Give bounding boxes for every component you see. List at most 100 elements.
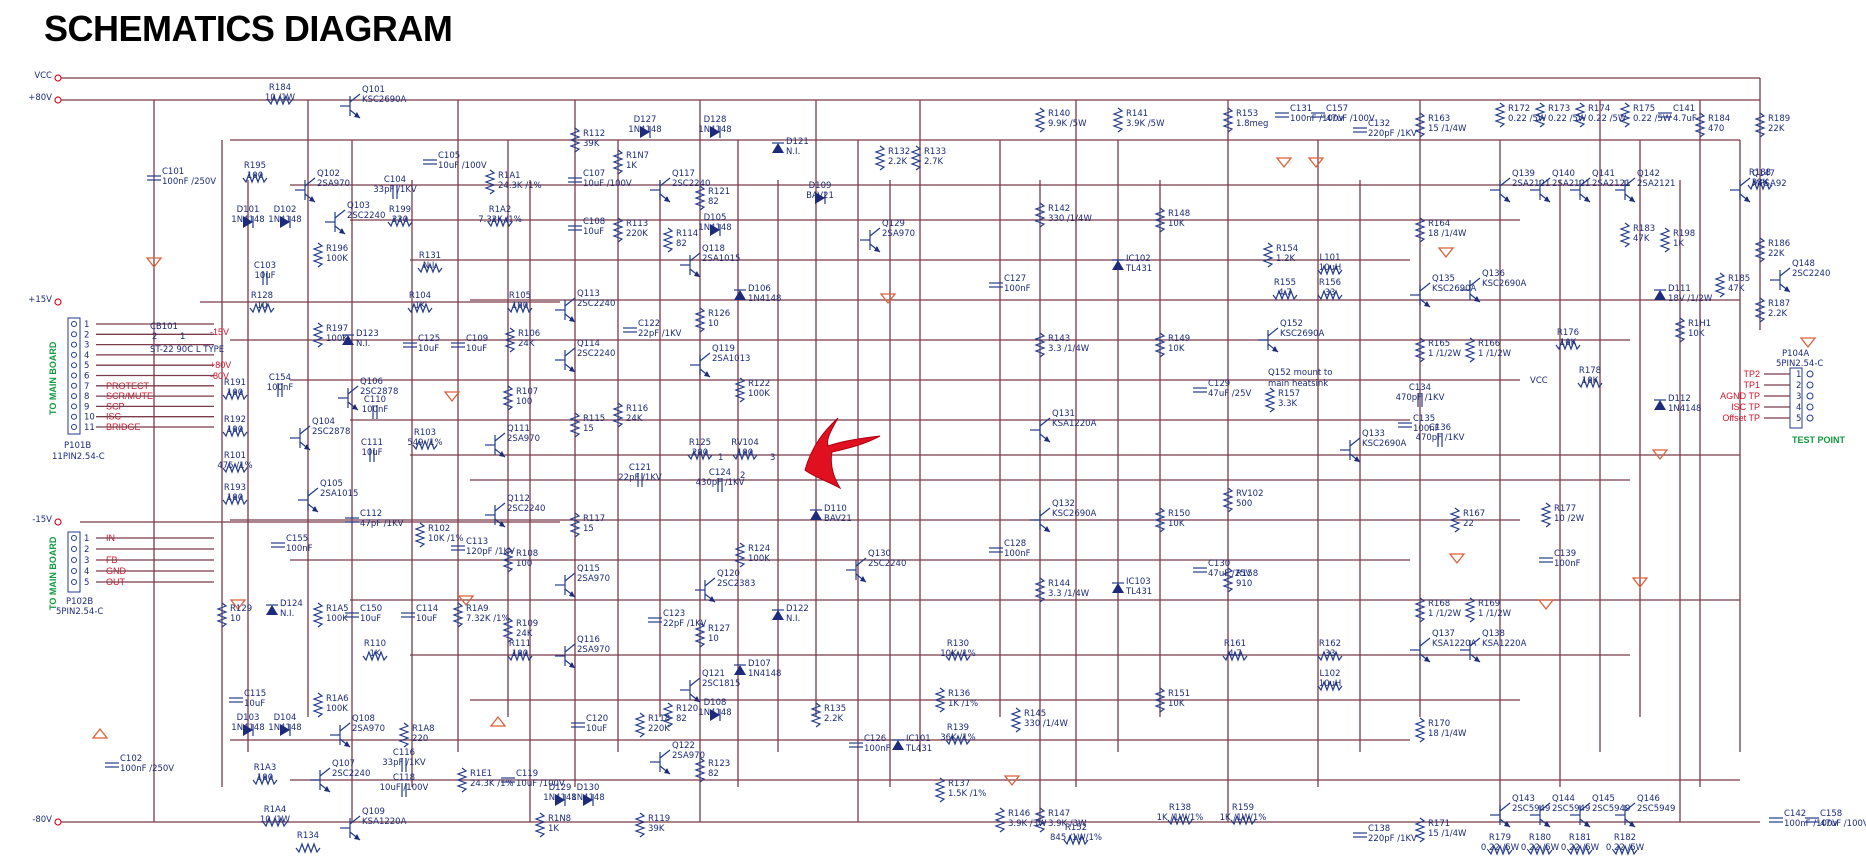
p101pins-pin-number: 8 <box>84 392 89 402</box>
rv104-symbol <box>732 449 758 461</box>
component-symbols <box>54 74 1819 856</box>
r176-symbol <box>1555 339 1581 351</box>
l101-value: 10uH <box>1319 263 1342 273</box>
q129-value: 2SA970 <box>882 229 915 239</box>
ground-symbol <box>91 727 109 739</box>
d111-symbol <box>1654 289 1666 300</box>
r1a1-ref: R1A1 <box>498 171 521 181</box>
p101-type: 11PIN2.54-C <box>52 452 105 462</box>
q105-symbol <box>298 487 319 513</box>
svg-text:5: 5 <box>1796 414 1801 424</box>
r115-value: 15 <box>583 424 594 434</box>
r179-ref: R179 <box>1489 833 1511 843</box>
q140-value: 2SA2121 <box>1552 179 1590 189</box>
r185-value: 47K <box>1728 284 1745 294</box>
r174-value: 0.22 /5W <box>1588 114 1627 124</box>
r184-symbol <box>267 94 293 106</box>
p101pins-pin-number: 10 <box>84 413 95 423</box>
r196-value: 100K <box>326 254 348 264</box>
d121-ref: D121 <box>786 137 809 147</box>
r163-symbol <box>1414 112 1426 138</box>
r169-symbol <box>1464 597 1476 623</box>
q137-symbol <box>1410 637 1431 663</box>
r186-symbol <box>1754 237 1766 263</box>
rv102-value: 500 <box>1236 499 1252 509</box>
d106-ref: D106 <box>748 284 771 294</box>
r183-symbol <box>1619 222 1631 248</box>
q143-value: 2SC5949 <box>1512 804 1550 814</box>
r106-ref: R106 <box>518 329 540 339</box>
r115-symbol <box>569 412 581 438</box>
d103-symbol <box>243 724 254 736</box>
c158-symbol <box>1805 817 1819 823</box>
c115-value: 10uF <box>244 699 265 709</box>
rail-terminal <box>54 518 62 526</box>
r152-value: 845 /1W/1% <box>1050 833 1102 843</box>
ic101-value: TL431 <box>905 744 932 754</box>
ic102-ref: IC102 <box>1126 254 1151 264</box>
r167-value: 22 <box>1463 519 1474 529</box>
r140-symbol <box>1034 107 1046 133</box>
r195-value: 100 <box>247 171 263 181</box>
r1a9-symbol <box>452 602 464 628</box>
r104-value: 1K <box>415 301 426 311</box>
c132-symbol <box>1353 127 1367 133</box>
r185-ref: R185 <box>1728 274 1750 284</box>
q141-value: 2SA2121 <box>1592 179 1630 189</box>
c101-value: 100nF /250V <box>162 177 216 187</box>
r1a2-symbol <box>487 216 513 228</box>
q105-value: 2SA1015 <box>320 489 358 499</box>
r157-value: 3.3K <box>1278 399 1298 409</box>
r134-symbol <box>295 842 321 854</box>
c109-value: 10uF <box>466 344 487 354</box>
rv102-ref: RV102 <box>1236 489 1263 499</box>
r1n7-ref: R1N7 <box>626 151 649 161</box>
q120-symbol <box>695 577 716 603</box>
r112-value: 39K <box>583 139 600 149</box>
r138-symbol <box>1167 814 1193 826</box>
p101pins-pin <box>71 382 77 389</box>
r197-symbol <box>312 322 324 348</box>
r114-ref: R114 <box>676 229 698 239</box>
q144-symbol <box>1530 802 1551 828</box>
c131-symbol <box>1275 112 1289 118</box>
d124-symbol <box>266 604 278 615</box>
c154-symbol <box>277 383 283 397</box>
q108-ref: Q108 <box>352 714 375 724</box>
q101-ref: Q101 <box>362 85 385 95</box>
p102pins-pin <box>71 568 77 574</box>
r127-symbol <box>694 622 706 648</box>
q145-ref: Q145 <box>1592 794 1615 804</box>
q108-value: 2SA970 <box>352 724 385 734</box>
r175-value: 0.22 /5W <box>1633 114 1672 124</box>
c130-value: 47uF /25V <box>1208 569 1251 579</box>
d110-value: BAV21 <box>824 514 852 524</box>
d122-ref: D122 <box>786 604 809 614</box>
c111-symbol <box>369 448 375 462</box>
r112-ref: R112 <box>583 129 605 139</box>
r133-value: 2.7K <box>924 157 944 167</box>
d128-symbol <box>710 126 721 138</box>
r185-symbol <box>1714 272 1726 298</box>
r178-symbol <box>1577 377 1603 389</box>
c107-value: 10uF /100V <box>583 179 632 189</box>
c136-value: 470pF /1KV <box>1416 433 1465 443</box>
r1a5-value: 100K <box>326 614 348 624</box>
q121-value: 2SC1815 <box>702 679 740 689</box>
c102-symbol <box>105 762 119 768</box>
c138-ref: C138 <box>1368 824 1390 834</box>
r199-ref: R199 <box>389 205 411 215</box>
r117-ref: R117 <box>583 514 605 524</box>
c103-ref: C103 <box>254 261 276 271</box>
r109-value: 24K <box>516 629 533 639</box>
r191-ref: R191 <box>224 378 246 388</box>
r103-symbol <box>412 439 438 451</box>
p104-caption: TEST POINT <box>1792 435 1846 445</box>
r178-value: 10K <box>1582 376 1599 386</box>
c142-ref: C142 <box>1784 809 1806 819</box>
q112-ref: Q112 <box>507 494 530 504</box>
p101pins-pin <box>71 331 77 338</box>
q104-symbol <box>290 425 311 451</box>
red-arrow-annotation <box>804 417 881 490</box>
